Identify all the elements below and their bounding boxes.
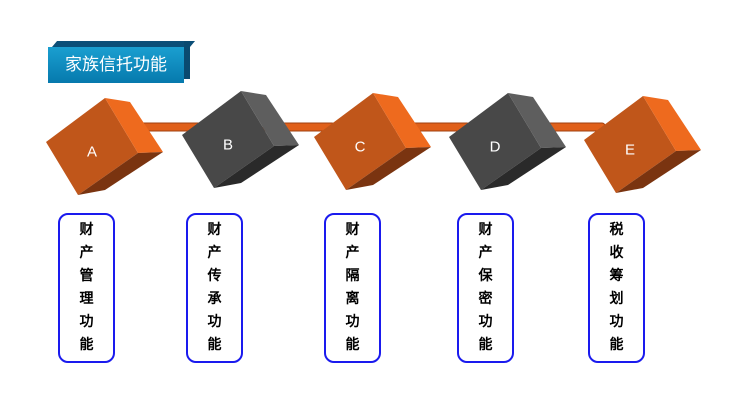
cube-label: B <box>222 136 234 154</box>
cube-bottom-face <box>214 145 299 188</box>
function-box: 财产管理功能 <box>58 213 115 363</box>
cube-side-face <box>241 91 299 146</box>
cube-front-face <box>584 96 676 193</box>
title-banner-side <box>184 41 190 79</box>
cube-side-face <box>643 96 701 151</box>
function-text: 财产保密功能 <box>478 222 493 353</box>
cube-d <box>449 93 566 190</box>
cube-label: E <box>624 141 636 159</box>
cube-bottom-face <box>346 147 431 190</box>
cube-e <box>584 96 701 193</box>
cube-c <box>314 93 431 190</box>
function-box: 财产隔离功能 <box>324 213 381 363</box>
cube-bottom-face <box>78 152 163 195</box>
function-text: 税收筹划功能 <box>609 222 624 353</box>
cube-a <box>46 98 163 195</box>
cube-label: A <box>86 143 98 161</box>
cube-label: C <box>354 138 366 156</box>
function-text: 财产传承功能 <box>207 222 222 353</box>
page-title: 家族信托功能 <box>48 47 184 83</box>
function-box: 财产保密功能 <box>457 213 514 363</box>
cube-bottom-face <box>481 147 566 190</box>
cube-side-face <box>508 93 566 148</box>
cube-side-face <box>105 98 163 153</box>
function-box: 税收筹划功能 <box>588 213 645 363</box>
cube-front-face <box>46 98 138 195</box>
cube-bottom-face <box>616 150 701 193</box>
cube-front-face <box>449 93 541 190</box>
function-text: 财产管理功能 <box>79 222 94 353</box>
function-box: 财产传承功能 <box>186 213 243 363</box>
cube-front-face <box>182 91 274 188</box>
cube-label: D <box>489 138 501 156</box>
cube-front-face <box>314 93 406 190</box>
cube-b <box>182 91 299 188</box>
function-text: 财产隔离功能 <box>345 222 360 353</box>
cube-side-face <box>373 93 431 148</box>
